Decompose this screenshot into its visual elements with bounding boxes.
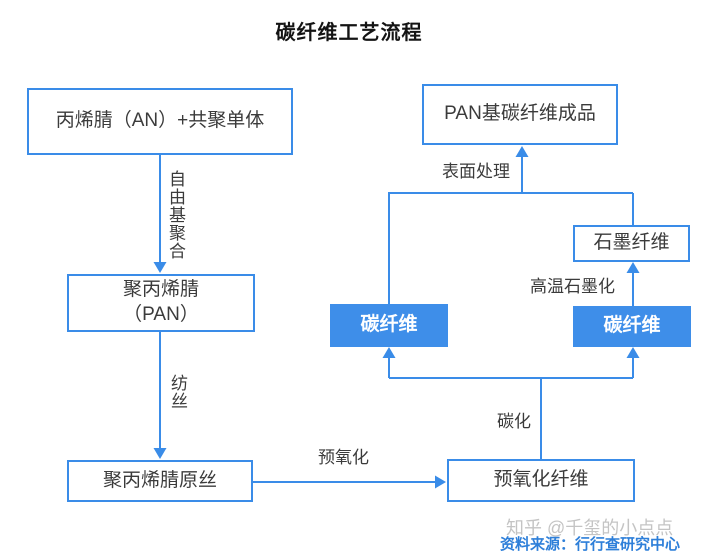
node-preoxidized-fiber-label: 预氧化纤维	[493, 469, 589, 491]
node-precursor-label: 聚丙烯腈原丝	[102, 469, 217, 491]
edge-label-carbonization: 碳化	[497, 412, 531, 431]
arrow-up-icon	[626, 347, 640, 358]
data-source-credit: 资料来源：行行查研究中心	[500, 536, 681, 553]
node-final-product: PAN基碳纤维成品	[422, 84, 618, 145]
edge-label-spinning: 纺丝	[168, 374, 188, 410]
arrow-up-icon	[515, 146, 529, 157]
arrow-right-icon	[435, 475, 446, 489]
arrow-down-icon	[153, 262, 167, 273]
node-acrylonitrile-label: 丙烯腈（AN）+共聚单体	[55, 110, 265, 132]
node-pan-label-line2: （PAN）	[123, 304, 199, 325]
node-carbon-fiber-right: 碳纤维	[573, 306, 691, 347]
node-pan-label-line1: 聚丙烯腈	[122, 279, 199, 301]
node-graphite-fiber-label: 石墨纤维	[593, 232, 670, 254]
node-carbon-fiber-left: 碳纤维	[330, 304, 448, 347]
node-preoxidized-fiber: 预氧化纤维	[447, 459, 635, 502]
node-carbon-fiber-right-label: 碳纤维	[603, 315, 661, 337]
node-pan: 聚丙烯腈 （PAN）	[67, 274, 255, 332]
node-precursor: 聚丙烯腈原丝	[67, 460, 253, 502]
edge-label-surface-treatment: 表面处理	[442, 162, 510, 181]
node-final-product-label: PAN基碳纤维成品	[444, 103, 596, 125]
arrow-up-icon	[626, 262, 640, 273]
node-acrylonitrile: 丙烯腈（AN）+共聚单体	[27, 88, 293, 155]
edge-label-preoxidation: 预氧化	[318, 448, 369, 467]
node-carbon-fiber-left-label: 碳纤维	[360, 314, 418, 336]
page-title: 碳纤维工艺流程	[275, 22, 423, 44]
edge-label-polymerization: 自由基聚合	[166, 170, 186, 260]
arrow-down-icon	[153, 448, 167, 459]
arrow-up-icon	[382, 347, 396, 358]
zhihu-watermark: 知乎 @千玺的小点点	[506, 518, 674, 538]
connector-surface-treatment	[388, 156, 634, 304]
node-graphite-fiber: 石墨纤维	[573, 225, 690, 262]
edge-label-graphitization: 高温石墨化	[530, 277, 615, 296]
connector-carbonization	[388, 357, 634, 459]
